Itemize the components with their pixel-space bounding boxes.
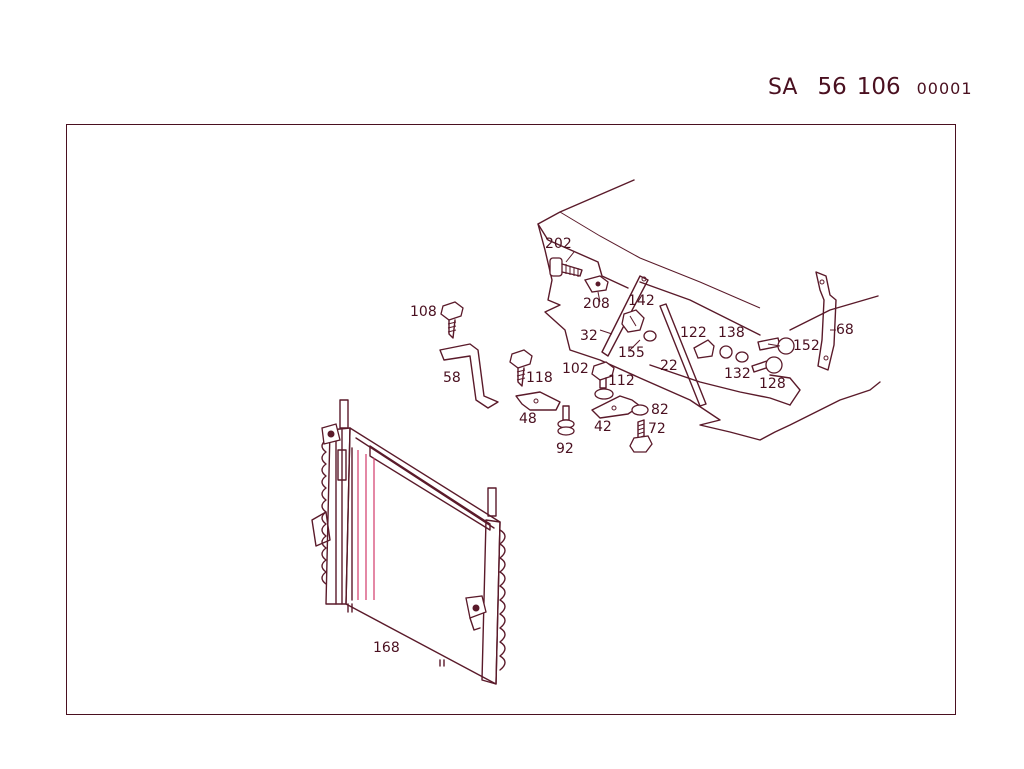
bracket-58	[439, 343, 499, 409]
bolt-72	[629, 419, 653, 453]
label-48: 48	[519, 411, 537, 427]
bolt-202	[549, 257, 583, 277]
label-72: 72	[648, 421, 666, 437]
label-155: 155	[618, 345, 645, 361]
label-68: 68	[836, 322, 854, 338]
label-168: 168	[373, 640, 400, 656]
condenser-168	[311, 399, 506, 685]
vehicle-body-outline	[537, 179, 881, 441]
stud-92	[557, 405, 575, 436]
diagram-header: SA 56 106 00001	[768, 74, 973, 104]
label-142: 142	[628, 293, 655, 309]
washer-138	[719, 345, 733, 359]
bolt-152	[757, 337, 795, 355]
clip-208	[584, 275, 609, 293]
nut-102	[591, 361, 615, 389]
leader-lines	[565, 251, 836, 351]
label-92: 92	[556, 441, 574, 457]
label-58: 58	[443, 370, 461, 386]
bolt-128	[751, 356, 783, 374]
label-208: 208	[583, 296, 610, 312]
header-sheet: 00001	[916, 79, 973, 98]
rod-22	[659, 303, 707, 407]
label-122: 122	[680, 325, 707, 341]
diagram-frame	[66, 124, 956, 715]
label-42: 42	[594, 419, 612, 435]
label-32: 32	[580, 328, 598, 344]
label-102: 102	[562, 361, 589, 377]
header-group: 56	[817, 74, 847, 100]
label-202: 202	[545, 236, 572, 252]
label-128: 128	[759, 376, 786, 392]
washer-82	[631, 404, 649, 416]
block-155	[621, 309, 645, 333]
strut-142	[601, 275, 649, 357]
bracket-122	[693, 339, 715, 359]
bolt-108	[440, 301, 464, 339]
washer-132	[735, 351, 749, 363]
header-prefix: SA	[768, 75, 798, 100]
washer-155	[643, 330, 657, 342]
label-112: 112	[608, 373, 635, 389]
label-118: 118	[526, 370, 553, 386]
plate-48	[515, 391, 561, 411]
bolt-118	[509, 349, 533, 387]
label-22: 22	[660, 358, 678, 374]
washer-112	[594, 388, 614, 400]
part-labels: 202 208 142 108 32 155 122 138 152 68 58…	[373, 236, 854, 656]
label-108: 108	[410, 304, 437, 320]
bracket-68	[815, 271, 837, 371]
label-152: 152	[793, 338, 820, 354]
header-number: 106	[856, 74, 901, 100]
label-132: 132	[724, 366, 751, 382]
label-138: 138	[718, 325, 745, 341]
label-82: 82	[651, 402, 669, 418]
